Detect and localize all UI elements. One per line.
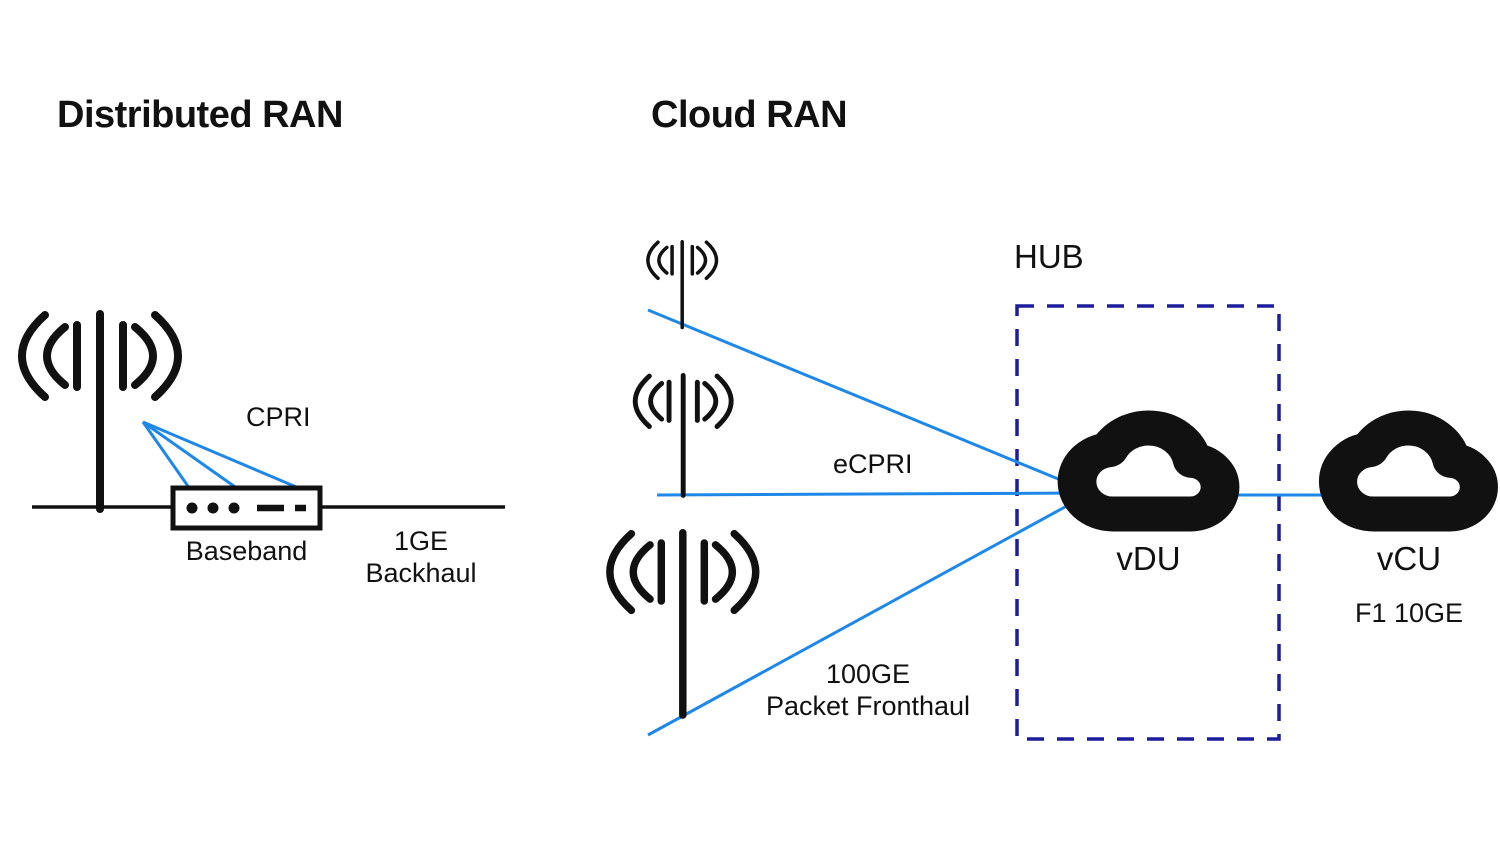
baseband-unit-icon [170,485,323,531]
hub-boundary-box [1015,304,1281,741]
packet-fronthaul-label-line1: 100GE [825,659,911,689]
ecpri-label: eCPRI [833,449,913,479]
distributed-ran-title: Distributed RAN [57,94,343,136]
backhaul-label-line2: Backhaul [365,558,477,588]
cpri-link-line-3 [142,420,302,491]
fronthaul-link-top [647,308,1086,492]
backhaul-label-line1: 1GE [393,526,449,556]
hub-label: HUB [1014,238,1084,275]
cloud-ran-title: Cloud RAN [651,94,848,136]
cpri-fan-links [141,420,302,491]
packet-fronthaul-label-line2: Packet Fronthaul [765,691,971,721]
fronthaul-link-bottom [647,494,1086,737]
cpri-link-line-1 [141,421,192,490]
packet-fronthaul-label: 100GE Packet Fronthaul [738,658,998,722]
vdu-label: vDU [1116,540,1181,577]
fronthaul-link-middle [656,491,1086,497]
backhaul-label: 1GE Backhaul [331,525,511,589]
vdu-cloud-icon [1077,428,1220,514]
cpri-link-line-2 [142,420,239,491]
cloud-cell-tower-middle-icon [635,375,731,495]
f1-10ge-label: F1 10GE [1354,598,1464,628]
vcu-cloud-icon [1338,428,1479,514]
vcu-label: vCU [1376,540,1442,577]
cpri-label: CPRI [246,402,311,432]
baseband-label: Baseband [185,536,308,566]
distributed-cell-tower-icon [22,314,178,509]
